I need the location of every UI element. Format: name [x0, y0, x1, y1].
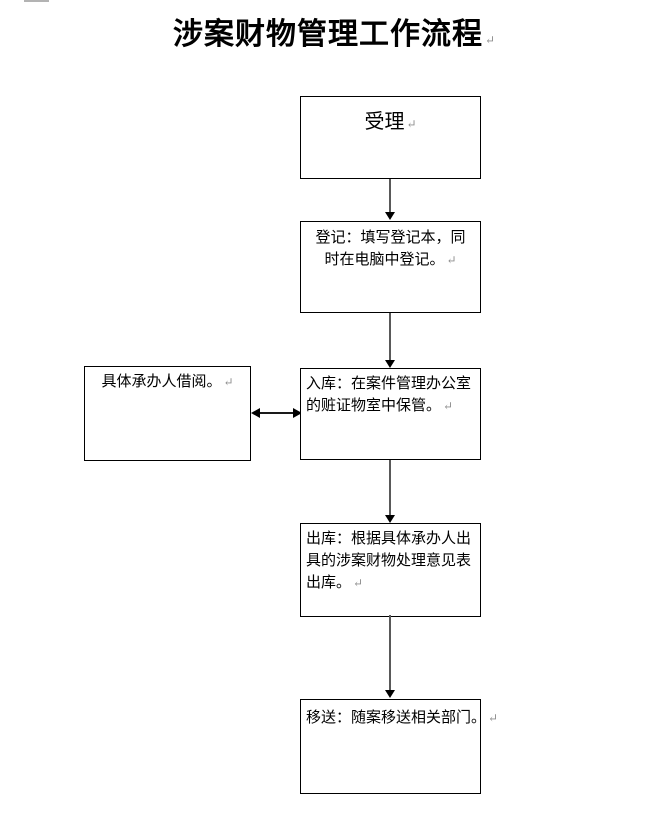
paragraph-return-mark: ↵ [353, 576, 364, 590]
arrow-head-down-icon [385, 690, 395, 698]
flow-node-transfer[interactable]: 移送：随案移送相关部门。↵ [300, 699, 498, 794]
page-top-artifact-line [24, 0, 49, 2]
connector-stem [258, 412, 295, 414]
node-label: 时在电脑中登记。 [324, 252, 445, 268]
paragraph-return-mark: ↵ [223, 375, 234, 389]
flow-node-register[interactable]: 登记：填写登记本，同 时在电脑中登记。↵ [300, 221, 481, 313]
flow-node-borrow[interactable]: 具体承办人借阅。↵ [84, 366, 251, 461]
arrow-head-down-icon [385, 515, 395, 523]
page-title: 涉案财物管理工作流程↵ [0, 9, 668, 53]
node-label: 受理 [364, 111, 405, 133]
node-text-line: 受理↵ [301, 109, 480, 137]
node-label: 具的涉案财物处理意见表 [306, 553, 472, 569]
node-label: 入库：在案件管理办公室 [306, 376, 472, 392]
connector-stem [389, 179, 391, 213]
node-text-line: 入库：在案件管理办公室 [306, 373, 475, 395]
node-label: 出库。 [306, 575, 352, 591]
connector-stem [389, 313, 391, 361]
down-arrow-connector-storein-storeout[interactable] [385, 460, 395, 523]
connector-stem [389, 615, 391, 691]
paragraph-return-mark: ↵ [484, 33, 496, 47]
node-text-line: 具体承办人借阅。↵ [85, 371, 250, 393]
node-label: 登记：填写登记本，同 [315, 230, 466, 246]
node-text-line: 具的涉案财物处理意见表 [306, 550, 475, 572]
node-label: 出库：根据具体承办人出 [306, 531, 472, 547]
double-arrow-connector-borrow-storein[interactable] [251, 407, 302, 419]
arrow-head-down-icon [385, 212, 395, 220]
node-label: 的赃证物室中保管。 [306, 398, 442, 414]
down-arrow-connector-accept-register[interactable] [385, 179, 395, 220]
node-text-line: 的赃证物室中保管。↵ [306, 395, 475, 417]
node-text-line: 出库。↵ [306, 572, 475, 594]
paragraph-return-mark: ↵ [446, 253, 457, 267]
arrow-head-down-icon [385, 360, 395, 368]
flow-node-accept[interactable]: 受理↵ [300, 96, 481, 179]
node-text-line: 登记：填写登记本，同 [301, 227, 480, 249]
down-arrow-connector-storeout-transfer[interactable] [385, 615, 395, 698]
node-label: 移送：随案移送相关部门。 [306, 710, 487, 726]
node-text-line: 移送：随案移送相关部门。↵ [306, 707, 498, 729]
flow-node-store-out[interactable]: 出库：根据具体承办人出 具的涉案财物处理意见表 出库。↵ [300, 523, 481, 617]
page-title-text: 涉案财物管理工作流程 [172, 18, 483, 51]
down-arrow-connector-register-storein[interactable] [385, 313, 395, 368]
paragraph-return-mark: ↵ [406, 117, 417, 131]
connector-stem [389, 460, 391, 516]
arrow-head-left-icon [251, 408, 260, 418]
node-text-line: 时在电脑中登记。↵ [301, 249, 480, 271]
paragraph-return-mark: ↵ [443, 399, 454, 413]
paragraph-return-mark: ↵ [488, 711, 499, 725]
node-label: 具体承办人借阅。 [101, 374, 222, 390]
flow-node-store-in[interactable]: 入库：在案件管理办公室 的赃证物室中保管。↵ [300, 368, 481, 460]
node-text-line: 出库：根据具体承办人出 [306, 528, 475, 550]
arrow-head-right-icon [293, 408, 302, 418]
